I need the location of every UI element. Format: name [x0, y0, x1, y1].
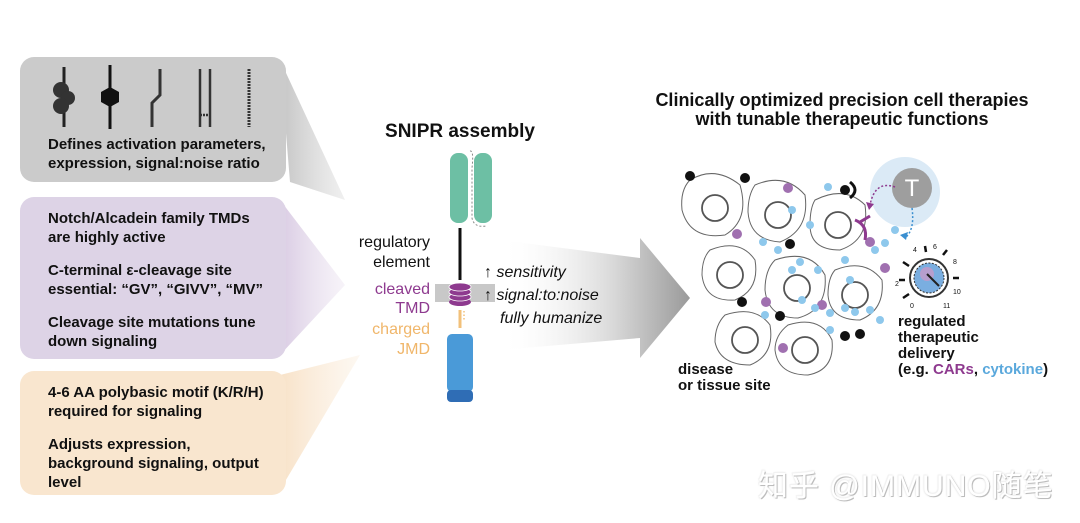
hexagon-domain-icon [101, 65, 119, 129]
purple-receptor [854, 214, 871, 241]
label-cleaved: cleaved [374, 281, 430, 298]
benefit-humanize: fully humanize [500, 310, 603, 327]
watermark: 知乎 @IMMUNO随笔 [758, 470, 1054, 503]
black-antigens [685, 171, 865, 341]
eg-suffix: ) [1043, 361, 1049, 378]
dial-tick-10: 10 [953, 289, 961, 296]
purple-antigens [732, 183, 890, 353]
tmd-line-2: C-terminal ε-cleavage site essential: “G… [48, 262, 264, 298]
tmd-line-1: Notch/Alcadein family TMDs are highly ac… [48, 210, 250, 246]
dial-tick-0: 0 [910, 303, 914, 310]
label-element: element [373, 254, 430, 271]
dial-tick-8: 8 [953, 259, 957, 266]
dial-tick-11: 11 [943, 303, 950, 310]
eg-cars: CARs [933, 361, 974, 378]
right-title-line1: Clinically optimized precision cell ther… [655, 90, 1029, 110]
jmd-line-1: 4-6 AA polybasic motif (K/R/H) required … [48, 384, 264, 420]
tmd-info-box: Notch/Alcadein family TMDs are highly ac… [20, 197, 286, 359]
right-title-line2: with tunable therapeutic functions [695, 109, 989, 129]
cell [747, 179, 807, 243]
ecd-left [450, 153, 468, 223]
label-jmd: JMD [397, 341, 430, 358]
t-cell-label: T [905, 175, 920, 202]
big-arrow [500, 238, 690, 358]
kinked-linker-icon [150, 69, 162, 127]
dial-icon: 0 2 4 6 8 10 11 [895, 244, 961, 310]
coiled-linker-icon [53, 67, 75, 127]
benefit-signal-noise: ↑ signal:to:noise [484, 287, 599, 304]
delivery-example: (e.g. CARs, cytokine) [898, 362, 1048, 378]
cytokine-dots [759, 183, 899, 334]
tumor-cells [681, 173, 883, 376]
cell [714, 311, 772, 366]
label-charged: charged [372, 321, 430, 338]
tmd-line-3: Cleavage site mutations tune down signal… [48, 314, 256, 350]
linker-info-box: Defines activation parameters, expressio… [20, 57, 286, 182]
linker-description: Defines activation parameters, expressio… [48, 136, 266, 172]
dial-tick-4: 4 [913, 247, 917, 254]
cone-gray [280, 60, 345, 200]
delivery-line3: delivery [898, 345, 955, 362]
ecd-loop [469, 150, 487, 227]
t-cell: T [866, 157, 940, 240]
right-title: Clinically optimized precision cell ther… [612, 91, 1072, 129]
label-regulatory: regulatory [358, 234, 430, 251]
icd [447, 334, 473, 392]
linker-icons [53, 65, 251, 129]
label-tmd: TMD [395, 300, 430, 317]
cell [681, 173, 744, 237]
cone-purple [280, 200, 345, 355]
tissue-site-illustration: T [681, 157, 940, 376]
cell [764, 255, 826, 319]
cell [701, 245, 757, 301]
site-label-line1: disease [678, 361, 734, 378]
jmd-line-2: Adjusts expression, background signaling… [48, 436, 259, 491]
ecd-right [474, 153, 492, 223]
disulfide-linked-pair-icon [198, 69, 212, 127]
eg-cytokine: cytokine [982, 361, 1044, 378]
benefit-sensitivity: ↑ sensitivity [484, 264, 566, 281]
black-receptor [840, 180, 857, 200]
snipr-title: SNIPR assembly [385, 121, 535, 142]
delivery-line1: regulated [898, 313, 966, 330]
delivery-line2: therapeutic [898, 329, 979, 346]
icd-tail [447, 390, 473, 402]
cone-orange [280, 355, 360, 490]
site-label-line2: or tissue site [678, 377, 771, 394]
eg-sep: , [973, 361, 983, 378]
snipr-receptor [435, 150, 495, 402]
jmd-info-box: 4-6 AA polybasic motif (K/R/H) required … [20, 371, 286, 495]
eg-prefix: (e.g. [898, 361, 934, 378]
dial-tick-6: 6 [933, 244, 937, 251]
cell [774, 321, 833, 376]
dial-tick-2: 2 [895, 281, 899, 288]
tmd-coil [448, 282, 472, 306]
